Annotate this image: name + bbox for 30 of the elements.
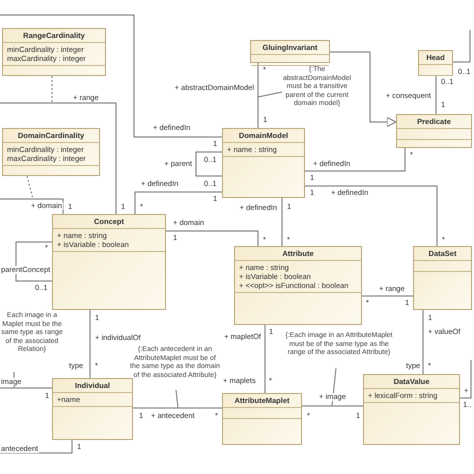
class-box [418,50,453,76]
class-box [2,128,100,176]
class-box [2,28,106,76]
association-line [304,148,406,172]
generalization-arrow [330,52,396,127]
association-line [422,310,424,374]
class-box [222,128,305,198]
association-line [264,324,266,394]
class-box [234,246,362,325]
class-box [222,393,302,445]
association-line [196,152,222,176]
association-line [0,14,222,138]
class-box [413,246,472,310]
association-line [0,102,116,214]
association-line [16,242,52,282]
association-line [304,186,438,246]
class-box [52,378,133,440]
association-line [0,440,72,454]
association-class-link [26,176,34,200]
leader-line [176,390,178,408]
class-box [52,214,166,310]
association-line [460,360,472,398]
class-box [396,114,472,148]
class-box [250,40,330,63]
association-line [166,230,258,246]
class-box [363,374,460,445]
association-line [134,192,222,214]
association-line [452,30,470,62]
association-line [0,198,64,214]
leader-line [258,92,282,98]
